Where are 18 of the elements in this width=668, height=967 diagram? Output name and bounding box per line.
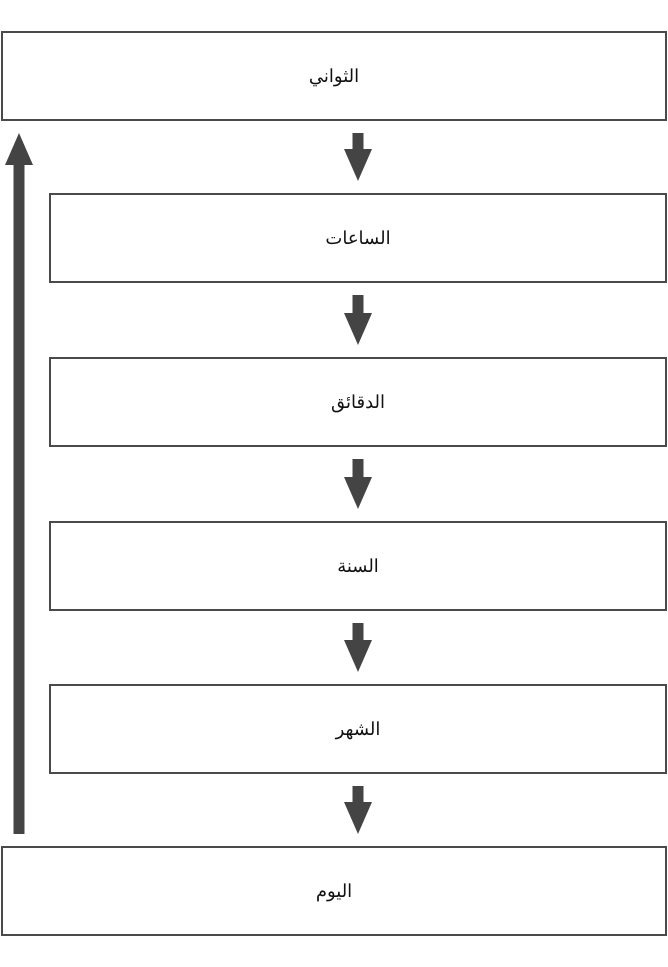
arrow xyxy=(344,623,372,672)
box-label: اليوم xyxy=(316,880,352,902)
process-box xyxy=(49,684,667,774)
arrow xyxy=(344,786,372,834)
box-label: السنة xyxy=(337,556,379,576)
process-box xyxy=(49,193,667,283)
arrow xyxy=(344,295,372,345)
arrow xyxy=(5,133,33,834)
box-label: الثواني xyxy=(308,66,360,86)
process-box xyxy=(1,31,667,121)
box-label: الشهر xyxy=(336,718,380,740)
arrow xyxy=(344,133,372,181)
box-label: الساعات xyxy=(325,228,391,248)
process-box xyxy=(49,521,667,611)
process-box xyxy=(49,357,667,447)
box-label: الدقائق xyxy=(330,392,386,412)
arrow xyxy=(344,459,372,509)
process-box xyxy=(1,846,667,936)
